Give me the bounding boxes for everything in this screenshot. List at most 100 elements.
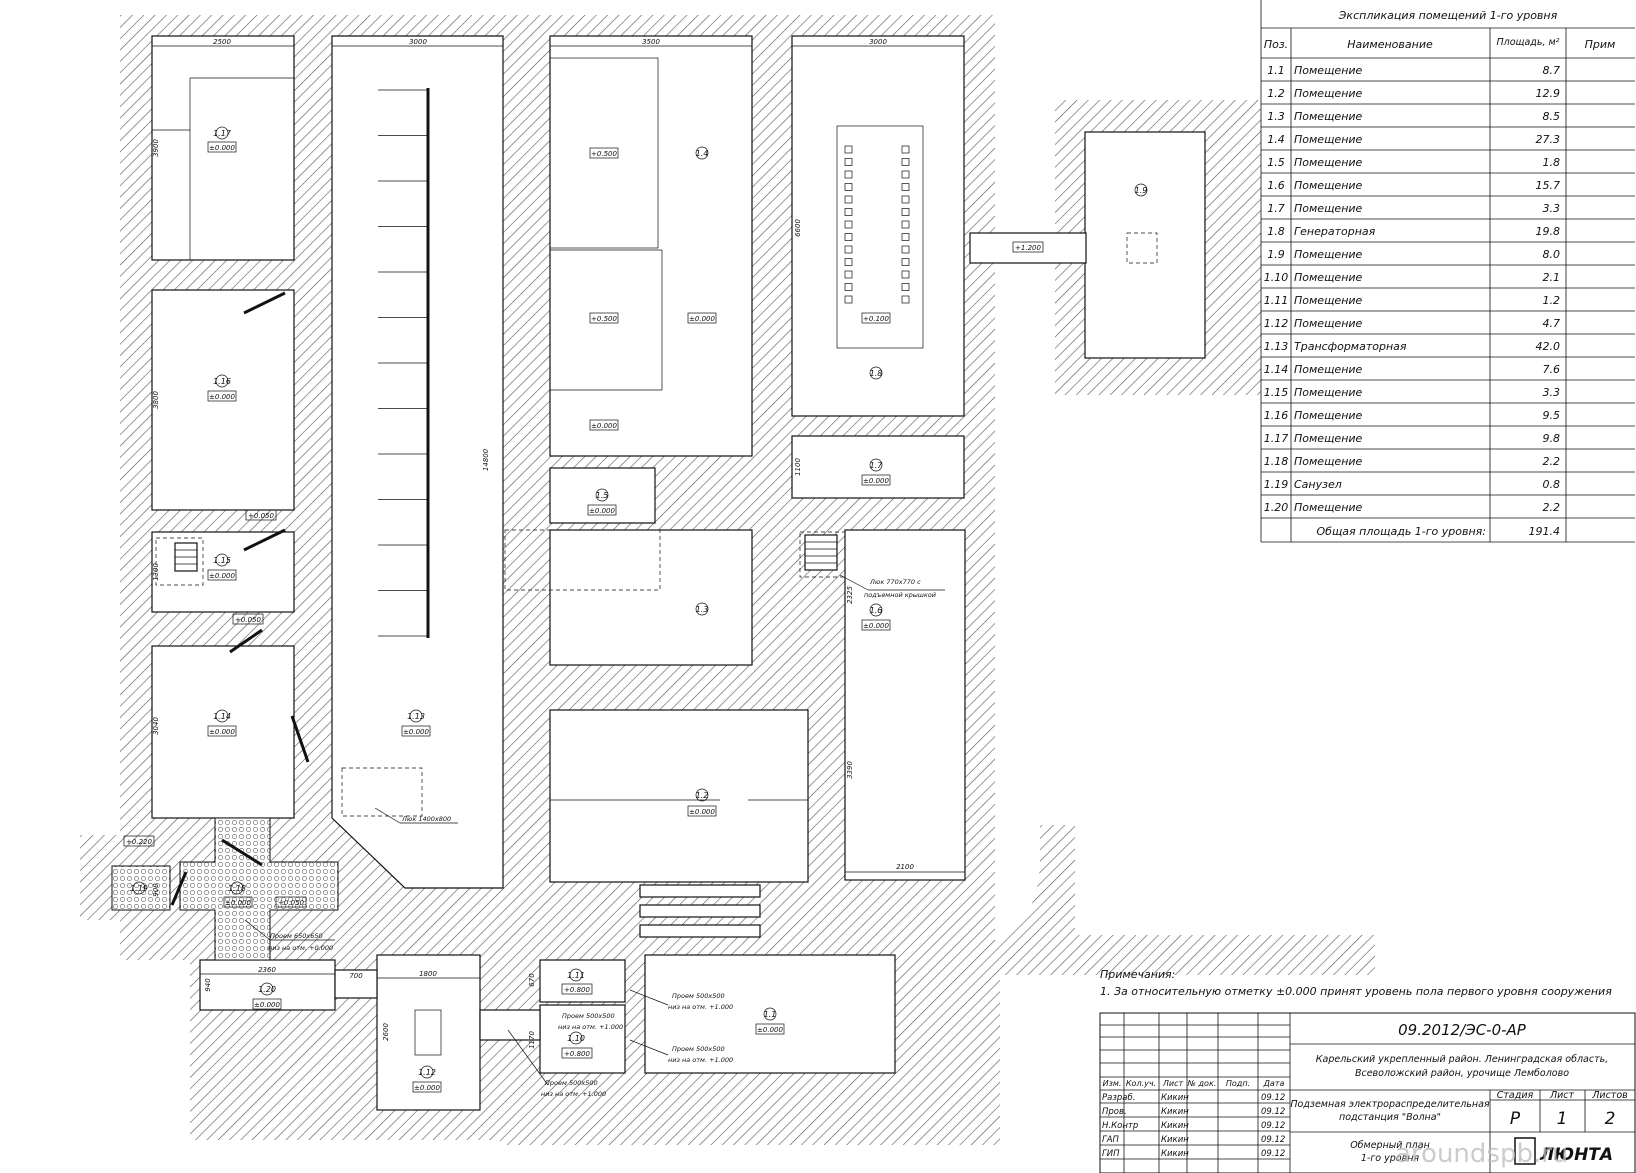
row-area: 2.1 [1543,271,1561,284]
svg-text:1.14: 1.14 [213,712,231,721]
room-1-5 [549,467,656,524]
room-1-16 [151,289,295,511]
svg-text:1800: 1800 [419,970,437,978]
svg-text:низ на отм. +0.000: низ на отм. +0.000 [268,944,333,952]
svg-text:+0.500: +0.500 [591,150,617,158]
person-name: Кикин [1161,1093,1189,1103]
svg-text:3000: 3000 [869,38,887,46]
row-name: Помещение [1294,409,1363,422]
sheets-label: Листов [1591,1090,1628,1101]
room-1-4 [549,35,753,457]
svg-text:1.17: 1.17 [213,129,232,138]
row-name: Трансформаторная [1294,340,1407,353]
svg-text:низ на отм. +1.000: низ на отм. +1.000 [668,1056,733,1064]
location-line-2: Всеволожский район, урочище Лемболово [1355,1068,1569,1079]
svg-text:1.9: 1.9 [1135,186,1148,195]
panel-box [844,220,853,229]
svg-text:14800: 14800 [482,448,490,471]
room-label-1-2: 1.2 [696,788,708,802]
svg-text:Проем 500x500: Проем 500x500 [672,1045,725,1053]
row-area: 19.8 [1536,225,1561,238]
svg-text:±0.000: ±0.000 [209,144,235,152]
svg-text:1.3: 1.3 [696,605,709,614]
room-label-1-1: 1.1 [764,1007,776,1021]
room-1-13 [331,35,504,889]
svg-text:Люк 770x770 с: Люк 770x770 с [869,578,921,586]
generator-panels [844,145,910,304]
drawing-code: 09.2012/ЭС-0-АР [1398,1021,1527,1039]
svg-text:3000: 3000 [409,38,427,46]
panel-box [844,145,853,154]
svg-text:940: 940 [204,978,212,992]
panel-box [844,183,853,191]
sign-date: 09.12 [1261,1121,1285,1131]
doors [170,291,310,906]
rev-header: Изм. [1103,1079,1122,1088]
room-1-3 [549,529,753,666]
svg-text:1.12: 1.12 [418,1068,436,1077]
sheet-label: Лист [1549,1090,1575,1101]
svg-text:900: 900 [152,883,160,897]
panel-box [901,208,910,216]
row-area: 3.3 [1543,386,1561,399]
svg-text:6600: 6600 [794,219,802,237]
svg-text:±0.000: ±0.000 [689,315,715,323]
row-name: Помещение [1294,110,1363,123]
row-name: Помещение [1294,202,1363,215]
room-1-12 [376,954,481,1111]
col-name: Наименование [1347,38,1433,51]
person-name: Кикин [1161,1107,1189,1117]
row-name: Помещение [1294,432,1363,445]
notes: Примечания: 1. За относительную отметку … [1100,968,1612,998]
svg-text:1.19: 1.19 [130,884,148,893]
transformer-cells [378,88,430,638]
panel-box [901,295,910,304]
row-area: 1.8 [1543,156,1561,169]
object-line-1: Подземная электрораспределительная [1290,1099,1490,1110]
row-area: 8.7 [1543,64,1561,77]
sheet-name-line-1: Обмерный план [1350,1140,1430,1151]
svg-text:низ на отм. +1.000: низ на отм. +1.000 [558,1023,623,1031]
room-label-1-20: 1.20 [258,982,276,996]
room-label-1-13: 1.13 [407,709,425,723]
role-label: Н.Контр [1102,1121,1138,1131]
col-note: Прим [1585,38,1616,51]
person-name: Кикин [1161,1135,1189,1145]
row-pos: 1.6 [1267,179,1285,192]
row-area: 3.3 [1543,202,1561,215]
row-pos: 1.15 [1264,386,1289,399]
location-line-1: Карельский укрепленный район. Ленинградс… [1316,1054,1608,1065]
room-1-9 [1084,131,1206,359]
svg-text:1.10: 1.10 [567,1034,585,1043]
row-name: Помещение [1294,386,1363,399]
svg-text:Проем 650x650: Проем 650x650 [270,932,323,940]
panel-box [901,283,910,291]
svg-text:1170: 1170 [528,1031,536,1049]
sign-date: 09.12 [1261,1107,1285,1117]
rev-header: № док. [1187,1079,1217,1088]
svg-text:±0.000: ±0.000 [863,622,889,630]
svg-text:+0.050: +0.050 [235,616,261,624]
svg-text:1.7: 1.7 [870,461,884,470]
row-area: 42.0 [1536,340,1561,353]
person-name: Кикин [1161,1149,1189,1159]
level-marks: ±0.000 ±0.000 ±0.000 ±0.000 ±0.000 +0.50… [123,141,1044,1093]
sign-date: 09.12 [1261,1149,1285,1159]
svg-text:3390: 3390 [846,761,854,779]
svg-text:подъемной крышкой: подъемной крышкой [864,591,936,599]
svg-text:670: 670 [528,973,536,987]
plan-callouts: Люк 1400x800 Люк 770x770 с подъемной кры… [244,574,945,1098]
svg-text:+0.050: +0.050 [278,899,304,907]
row-area: 8.0 [1543,248,1561,261]
room-1-2 [549,709,809,883]
svg-text:Проем 500x500: Проем 500x500 [545,1079,598,1087]
row-pos: 1.4 [1267,133,1285,146]
panel-box [844,245,853,254]
row-pos: 1.10 [1264,271,1289,284]
rev-header: Лист [1162,1079,1184,1088]
row-pos: 1.17 [1264,432,1289,445]
row-name: Помещение [1294,156,1363,169]
panel-box [901,258,910,266]
svg-text:±0.000: ±0.000 [591,422,617,430]
sheets-value: 2 [1605,1109,1616,1129]
